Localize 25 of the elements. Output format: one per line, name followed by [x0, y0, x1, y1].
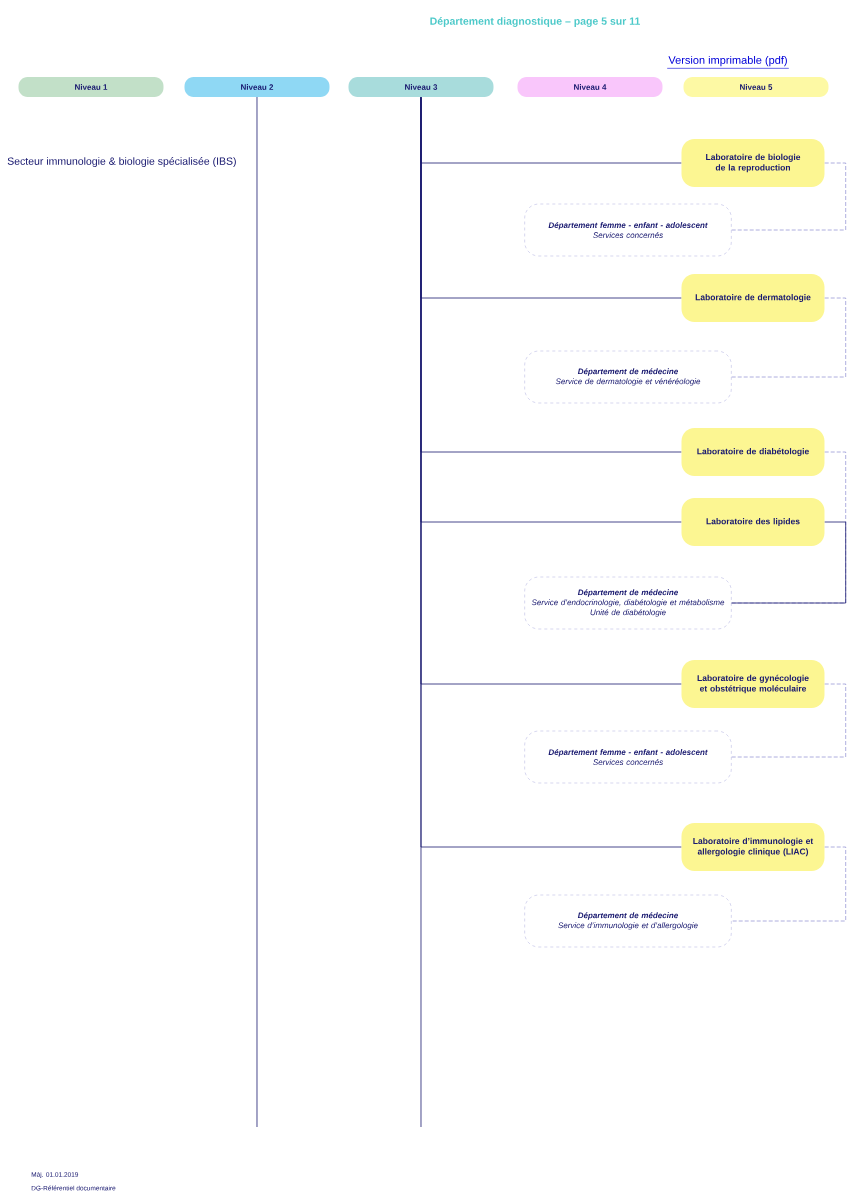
lab-box: Laboratoire de biologie de la reproduction: [681, 139, 825, 187]
lab-box: Laboratoire de diabétologie: [681, 428, 825, 476]
department-box: Département de médecine Service de dermatologie et vénéréologie: [524, 350, 732, 404]
lab-box: Laboratoire de gynécologie et obstétrique moléculaire: [681, 660, 825, 708]
pdf-link: Version imprimable (pdf): [666, 55, 790, 69]
page-title: Département diagnostique – page 5 sur 11: [430, 17, 640, 27]
department-box: Département femme - enfant - adolescent Services concernés: [524, 730, 732, 784]
level-pill: Niveau 1: [18, 77, 164, 97]
level-pill: Niveau 2: [184, 77, 330, 97]
department-box: Département femme - enfant - adolescent Services concernés: [524, 203, 732, 257]
connector-line: [731, 297, 847, 378]
level-pill: Niveau 5: [683, 77, 829, 97]
level-pill: Niveau 4: [517, 77, 663, 97]
level-pill: Niveau 3: [348, 77, 494, 97]
department-box: Département de médecine Service d’immunologie et d’allergologie: [524, 894, 732, 948]
lab-box: Laboratoire de dermatologie: [681, 274, 825, 322]
connector-line: [731, 683, 847, 758]
lab-box: Laboratoire des lipides: [681, 498, 825, 546]
connector-line: [731, 521, 847, 604]
sector-label: Secteur immunologie & biologie spécialisée (IBS): [7, 157, 236, 167]
connector-line: [420, 96, 682, 848]
connector-line: [731, 162, 847, 231]
connector-line: [731, 846, 847, 922]
department-box: Département de médecine Service d’endocrinologie, diabétologie et métabolisme Unité de diabétologie: [524, 576, 732, 630]
lab-box: Laboratoire d’immunologie et allergologie clinique (LIAC): [681, 823, 825, 871]
